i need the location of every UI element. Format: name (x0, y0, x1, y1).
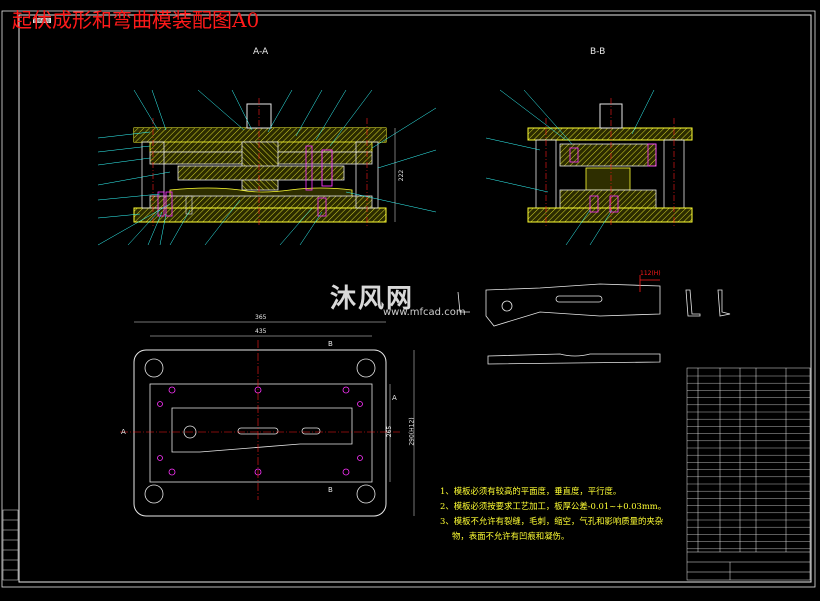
parts-list-table (686, 367, 811, 581)
drawing-stamp: 图纸编号 (33, 18, 51, 23)
drawing-title: 起伏成形和弯曲模装配图A0 (12, 8, 260, 32)
tech-note-1: 1、模板必须有较高的平面度，垂直度，平行度。 (440, 486, 622, 496)
left-revision-column (2, 509, 19, 581)
tech-note-4: 物，表面不允许有凹痕和凝伤。 (452, 531, 570, 541)
section-aa-label: A-A (253, 47, 269, 57)
inner-frame (18, 14, 812, 583)
cut-label-b-bottom: B (328, 486, 333, 494)
tech-note-2: 2、模板必须按要求工艺加工，板厚公差-0.01~+0.03mm。 (440, 501, 667, 511)
section-bb-view (485, 89, 693, 246)
dim-plan-height-outer: 290(H12) (408, 417, 416, 446)
outer-frame (1, 10, 816, 588)
part-detail-view (457, 275, 731, 365)
cut-label-a-right: A (392, 394, 397, 402)
cut-label-a-left: A (121, 428, 126, 436)
watermark-brand: 沐风网 (330, 284, 415, 314)
section-aa-view (97, 89, 437, 246)
tech-note-3: 3、模板不允许有裂缝，毛刺，缩空，气孔和影响质量的夹杂 (440, 516, 664, 526)
section-bb-label: B-B (590, 47, 606, 57)
watermark-url: www.mfcad.com (383, 307, 466, 318)
dim-plan-width-inner: 435 (255, 328, 267, 335)
plan-view (120, 321, 415, 517)
technical-notes: 1、模板必须有较高的平面度，垂直度，平行度。 2、模板必须按要求工艺加工，板厚公… (440, 484, 666, 544)
dim-section-height: 222 (398, 169, 406, 182)
dim-plan-height: 265 (386, 425, 394, 438)
dim-part: 112(H) (640, 270, 661, 277)
dim-plan-width-outer: 365 (255, 314, 267, 321)
parts-list-rows (687, 375, 810, 549)
cut-label-b-top: B (328, 340, 333, 348)
